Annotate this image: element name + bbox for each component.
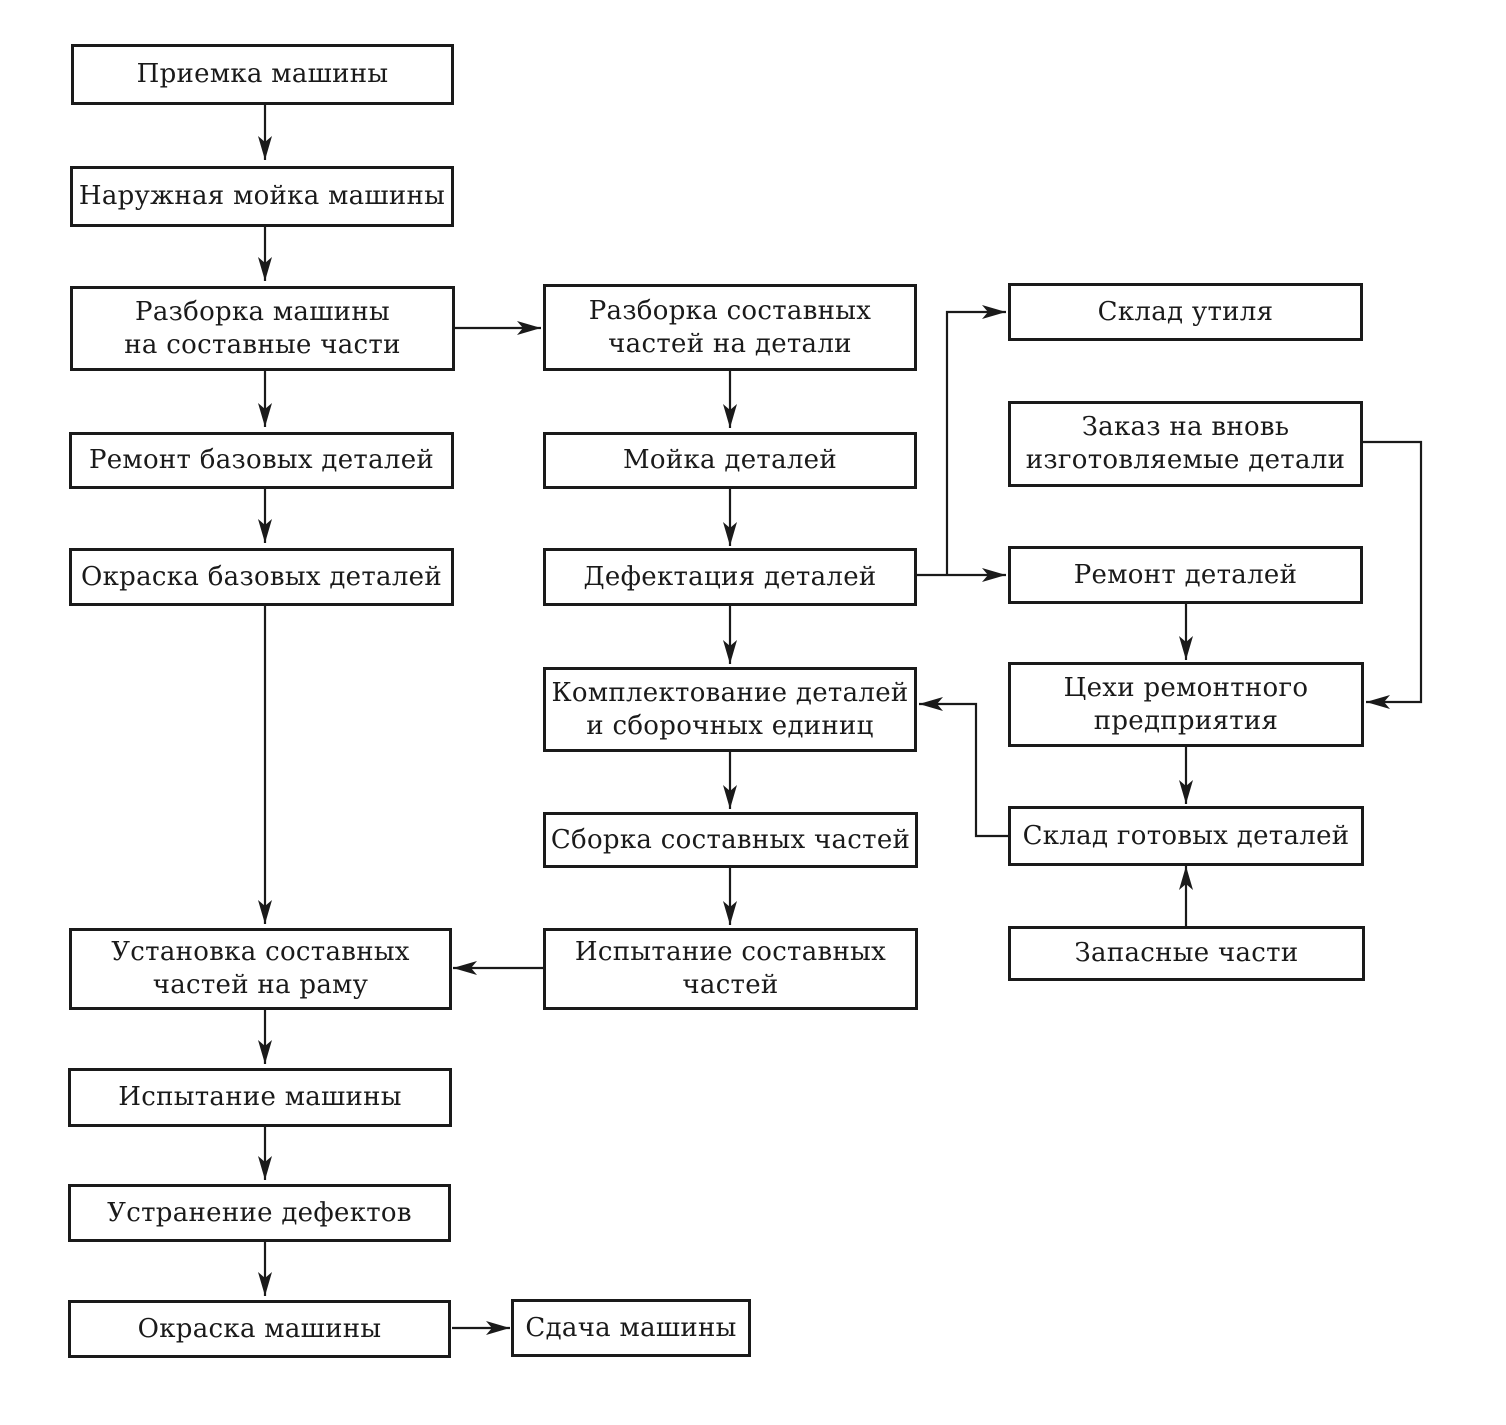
box-label: Ремонт деталей [1073,559,1298,590]
box-label: Установка составных частей на раму [111,937,410,1000]
box-remont-detalei: Ремонт деталей [1008,546,1363,604]
box-cehi-predpriyatiya: Цехи ремонтного предприятия [1008,662,1364,747]
box-defektaciya-detalei: Дефектация деталей [543,548,917,606]
box-okraska-bazovyh: Окраска базовых деталей [69,548,454,606]
box-priemka-mashiny: Приемка машины [71,44,454,105]
box-sklad-gotovyh: Склад готовых деталей [1008,806,1364,866]
box-label: Разборка машины на составные части [124,296,401,360]
box-sborka-sostavnyh: Сборка составных частей [543,812,918,868]
arrow-sklad-got-to-komplekt [919,697,1008,838]
box-label: Испытание составных частей [574,937,887,1000]
box-naruzhnaya-moika: Наружная мойка машины [70,166,454,227]
box-label: Склад утиля [1097,296,1274,327]
box-ustranenie-defektov: Устранение дефектов [68,1184,451,1242]
box-label: Дефектация деталей [583,561,877,592]
box-label: Приемка машины [136,59,389,89]
box-zakaz-detali: Заказ на вновь изготовляемые детали [1008,401,1363,487]
box-ustanovka-na-ramu: Установка составных частей на раму [69,928,452,1010]
box-label: Ремонт базовых деталей [88,445,435,475]
box-remont-bazovyh: Ремонт базовых деталей [69,432,454,489]
arrow-defektaciya-to-sklad-util [945,305,1006,575]
box-label: Окраска машины [137,1313,382,1344]
box-razborka-mashiny: Разборка машины на составные части [70,286,455,371]
box-label: Окраска базовых деталей [81,561,442,592]
box-zapasnye-chasti: Запасные части [1008,926,1365,981]
box-label: Заказ на вновь изготовляемые детали [1025,412,1346,475]
box-label: Запасные части [1074,938,1299,968]
box-label: Устранение дефектов [107,1197,412,1228]
box-okraska-mashiny: Окраска машины [68,1300,451,1358]
box-label: Разборка составных частей на детали [588,295,872,359]
box-ispytanie-sostavnyh: Испытание составных частей [543,928,918,1010]
box-sklad-utilya: Склад утиля [1008,283,1363,341]
box-label: Сборка составных частей [550,824,911,855]
box-label: Склад готовых деталей [1022,820,1350,851]
box-komplektovanie: Комплектование деталей и сборочных едини… [543,667,917,752]
box-razborka-sostavnyh: Разборка составных частей на детали [543,284,917,371]
box-ispytanie-mashiny: Испытание машины [68,1068,452,1127]
box-label: Цехи ремонтного предприятия [1063,672,1309,736]
box-label: Мойка деталей [622,445,838,475]
box-label: Сдача машины [525,1312,737,1343]
box-label: Комплектование деталей и сборочных едини… [551,677,909,741]
arrow-zakaz-to-cehi [1363,440,1423,709]
box-label: Испытание машины [118,1082,402,1112]
box-label: Наружная мойка машины [78,181,446,211]
box-moika-detalei: Мойка деталей [543,432,917,489]
box-sdacha-mashiny: Сдача машины [511,1299,751,1357]
